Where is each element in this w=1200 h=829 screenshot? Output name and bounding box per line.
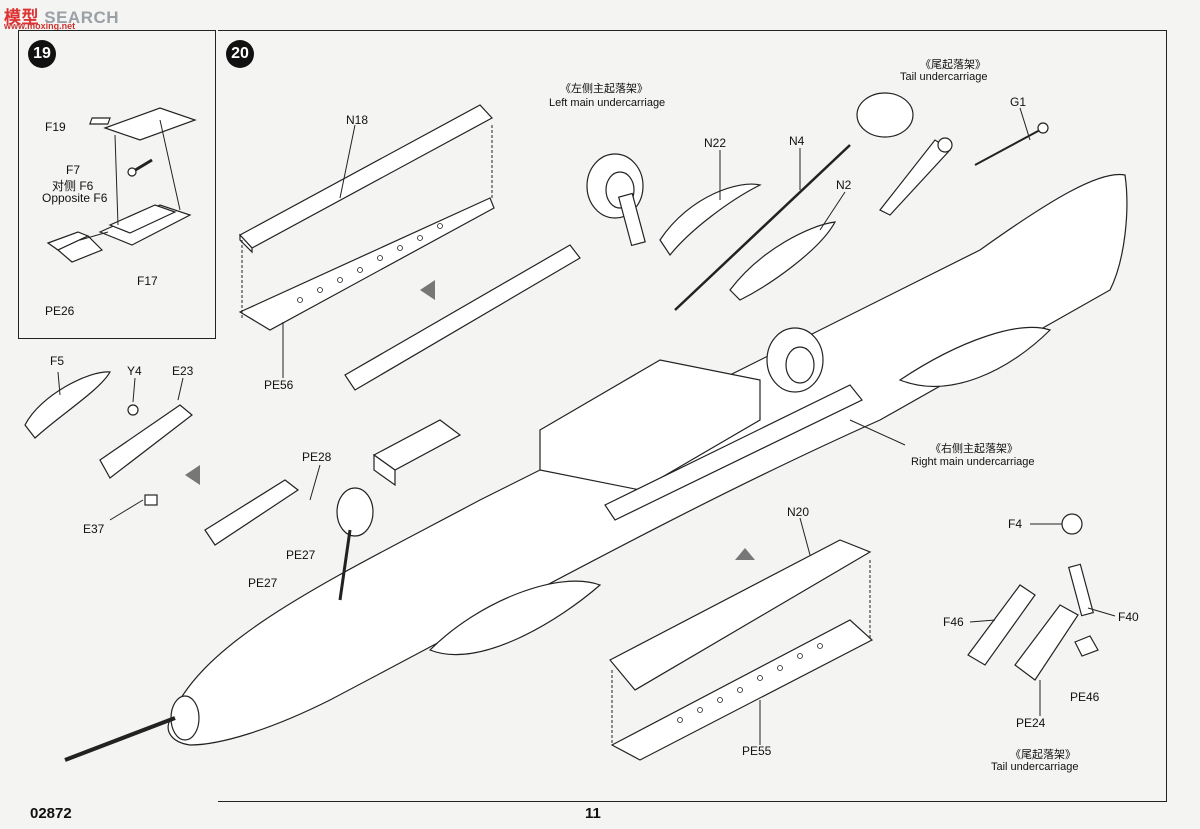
step19-frame	[18, 30, 216, 339]
part-f5-drawing	[24, 371, 111, 439]
label-pe26: PE26	[45, 304, 75, 318]
label-f46: F46	[943, 615, 964, 629]
watermark-logo: 模型 SEARCH	[4, 3, 119, 28]
pe55-holes	[677, 643, 823, 723]
part-g1-drawing	[974, 122, 1049, 166]
caption-left-main-cn: 《左侧主起落架》	[560, 83, 648, 95]
part-f46-drawing	[967, 584, 1036, 666]
label-f17: F17	[137, 274, 158, 288]
caption-tail-top-cn: 《尾起落架》	[920, 59, 986, 71]
label-pe27-b: PE27	[248, 576, 278, 590]
part-f17-drawing	[98, 204, 192, 246]
page-number: 11	[585, 805, 601, 822]
part-n20-drawing	[609, 539, 872, 691]
right-main-wheel-drawing	[766, 327, 824, 393]
label-e37: E37	[83, 522, 105, 536]
part-n4-drawing	[674, 92, 914, 311]
step20-badge: 20	[226, 40, 254, 68]
label-n22: N22	[704, 136, 727, 150]
pe56-holes	[297, 223, 443, 303]
fuselage-drawing	[64, 173, 1128, 762]
direction-arrow-1	[185, 280, 755, 560]
part-pe24-drawing	[1014, 604, 1079, 681]
part-pe26-drawing	[46, 231, 104, 263]
part-f4-drawing	[1061, 513, 1083, 535]
label-n20: N20	[787, 505, 810, 519]
step19-badge: 19	[28, 40, 56, 68]
part-e37-drawing	[144, 494, 158, 506]
label-y4: Y4	[127, 364, 142, 378]
part-pe56-drawing	[238, 197, 495, 331]
label-opposite-en: Opposite F6	[42, 191, 108, 205]
part-top-panel-drawing	[344, 244, 581, 391]
caption-tail-bottom-en: Tail undercarriage	[991, 761, 1079, 773]
watermark-brand-suffix: SEARCH	[44, 8, 120, 27]
label-opposite-cn: 对侧 F6	[52, 179, 94, 193]
caption-tail-bottom-cn: 《尾起落架》	[1010, 749, 1076, 761]
label-f19: F19	[45, 120, 66, 134]
label-e23: E23	[172, 364, 194, 378]
label-pe27-a: PE27	[286, 548, 316, 562]
label-pe56: PE56	[264, 378, 294, 392]
label-f40: F40	[1118, 610, 1139, 624]
label-f7: F7	[66, 163, 81, 177]
part-f7-drawing	[127, 158, 153, 177]
label-pe55: PE55	[742, 744, 772, 758]
watermark-brand-prefix: 模型	[4, 8, 39, 27]
part-e23-drawing	[99, 404, 193, 479]
left-main-wheel-drawing	[586, 153, 646, 247]
label-pe28: PE28	[302, 450, 332, 464]
part-n18-drawing	[239, 104, 493, 254]
label-n4: N4	[789, 134, 805, 148]
label-n18: N18	[346, 113, 369, 127]
step20-frame	[218, 30, 1167, 802]
caption-left-main-en: Left main undercarriage	[549, 97, 666, 109]
part-n22-drawing	[659, 183, 762, 257]
part-box-drawing	[372, 419, 462, 487]
label-g1: G1	[1010, 95, 1027, 109]
part-lower-panel-drawing	[604, 384, 863, 521]
part-tail-gear-drawing	[879, 137, 953, 216]
part-f40-drawing	[1067, 563, 1095, 617]
caption-right-main-cn: 《右侧主起落架》	[930, 443, 1018, 455]
label-pe46: PE46	[1070, 690, 1100, 704]
part-pe28-drawing	[204, 479, 300, 546]
part-y4-drawing	[127, 404, 139, 416]
caption-tail-top-en: Tail undercarriage	[900, 71, 988, 83]
label-f4: F4	[1008, 517, 1023, 531]
watermark-url: www.moxing.net	[4, 21, 76, 31]
label-f5: F5	[50, 354, 65, 368]
part-n2-drawing	[729, 221, 837, 301]
part-pe46-drawing	[1074, 635, 1099, 657]
label-pe24: PE24	[1016, 716, 1046, 730]
nose-wheel-drawing	[336, 487, 374, 601]
kit-code: 02872	[30, 805, 72, 822]
part-f19-drawing	[89, 107, 197, 141]
caption-right-main-en: Right main undercarriage	[911, 456, 1035, 468]
label-n2: N2	[836, 178, 852, 192]
